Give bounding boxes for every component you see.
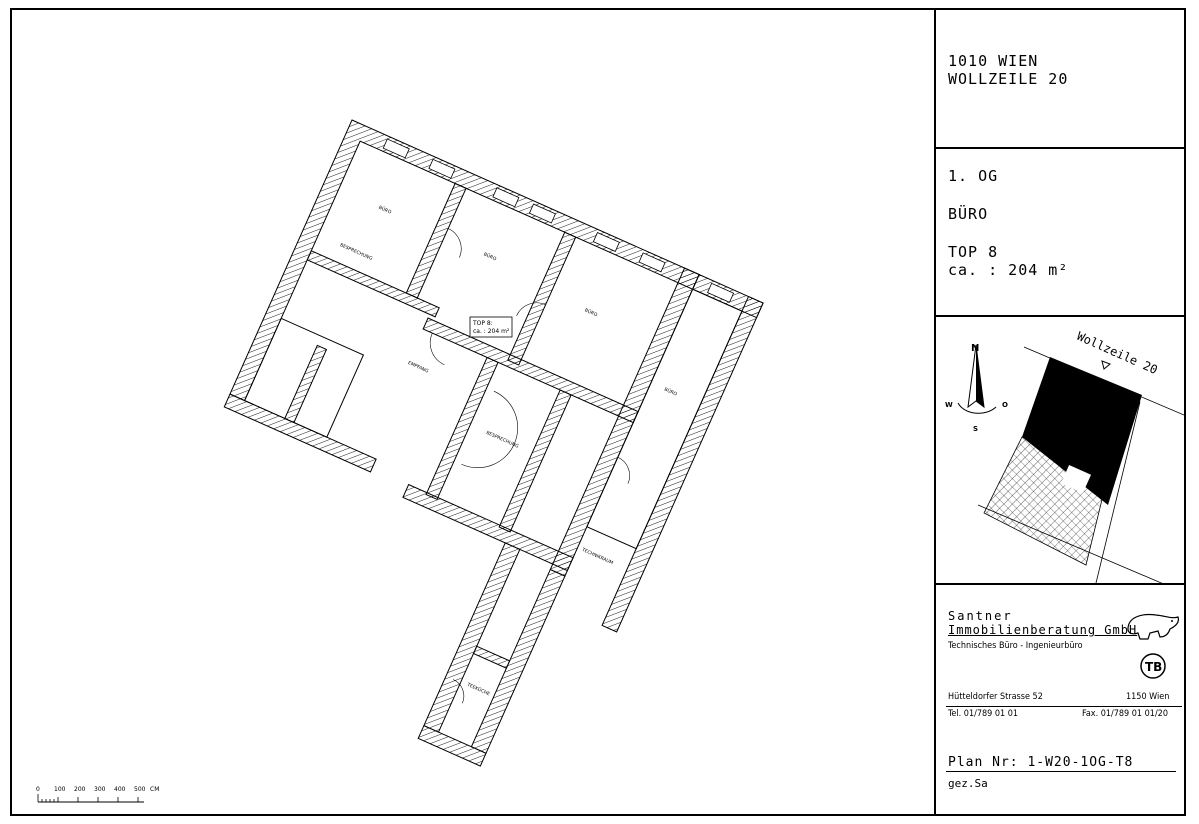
site-plan-drawing: Wollzeile 20 N W O S bbox=[945, 329, 1184, 583]
compass-north: N bbox=[971, 343, 979, 354]
floor-section: 1. OG BÜRO TOP 8 ca. : 204 m² bbox=[936, 149, 1184, 317]
bear-logo-icon bbox=[1127, 613, 1179, 640]
unit-area: ca. : 204 m² bbox=[948, 261, 1069, 279]
scale-unit: CM bbox=[150, 786, 159, 793]
room-label: BESPRECHUNG bbox=[339, 242, 374, 262]
address-section: 1010 WIEN WOLLZEILE 20 bbox=[936, 10, 1184, 149]
floor-plan: BÜRO BÜRO BÜRO BÜRO BESPRECHUNG EMPFANG … bbox=[12, 10, 934, 814]
scale-label: 500 bbox=[134, 786, 146, 793]
site-plan-section: Wollzeile 20 N W O S bbox=[936, 317, 1184, 585]
unit-label-box bbox=[469, 316, 513, 338]
unit-label-line2: ca. : 204 m² bbox=[473, 328, 510, 335]
company-section: Santner Immobilienberatung GmbH Technisc… bbox=[936, 585, 1184, 814]
room-label: BÜRO bbox=[584, 306, 599, 318]
unit-number: TOP 8 bbox=[948, 243, 999, 261]
room-label: BÜRO bbox=[483, 251, 498, 263]
company-street: Hütteldorfer Strasse 52 bbox=[948, 692, 1043, 702]
company-fax: Fax. 01/789 01 01/20 bbox=[1082, 709, 1168, 719]
address-street: WOLLZEILE 20 bbox=[948, 70, 1069, 88]
room-label: TECHNIKRAUM bbox=[580, 547, 614, 567]
entrance-marker-icon bbox=[1101, 360, 1111, 370]
seal-letters: TB bbox=[1145, 660, 1162, 674]
company-subtitle: Technisches Büro - Ingenieurbüro bbox=[948, 641, 1083, 651]
room-label: EMPFANG bbox=[407, 360, 430, 375]
room-label: TEEKÜCHE bbox=[465, 681, 491, 698]
address-city: 1010 WIEN bbox=[948, 52, 1039, 70]
street-name: Wollzeile 20 bbox=[1075, 329, 1160, 377]
floor-use: BÜRO bbox=[948, 205, 989, 223]
floor-plan-drawing: BÜRO BÜRO BÜRO BÜRO BESPRECHUNG EMPFANG … bbox=[36, 119, 764, 803]
divider bbox=[946, 706, 1182, 707]
room-label: BÜRO bbox=[663, 386, 678, 398]
company-city: 1150 Wien bbox=[1126, 692, 1170, 702]
unit-label-line1: TOP 8: bbox=[472, 320, 493, 327]
floor-level: 1. OG bbox=[948, 167, 999, 185]
plan-number: Plan Nr: 1-W20-1OG-T8 bbox=[948, 755, 1134, 770]
divider bbox=[946, 771, 1176, 772]
scale-bar: 0 100 200 300 400 500 CM bbox=[36, 786, 159, 803]
tb-seal-icon: TB bbox=[1140, 653, 1166, 679]
scale-label: 200 bbox=[74, 786, 86, 793]
north-arrow-icon bbox=[957, 344, 997, 414]
scale-label: 0 bbox=[36, 786, 40, 793]
company-phone: Tel. 01/789 01 01 bbox=[948, 709, 1019, 719]
title-block: 1010 WIEN WOLLZEILE 20 1. OG BÜRO TOP 8 … bbox=[934, 10, 1184, 814]
scale-label: 100 bbox=[54, 786, 66, 793]
scale-label: 400 bbox=[114, 786, 126, 793]
compass-west: W bbox=[945, 401, 953, 409]
drawing-frame: BÜRO BÜRO BÜRO BÜRO BESPRECHUNG EMPFANG … bbox=[10, 8, 1186, 816]
compass-south: S bbox=[973, 425, 978, 433]
company-name: Santner bbox=[948, 609, 1013, 623]
room-label: BÜRO bbox=[378, 204, 393, 216]
scale-label: 300 bbox=[94, 786, 106, 793]
building-outline: BÜRO BÜRO BÜRO BÜRO BESPRECHUNG EMPFANG … bbox=[223, 119, 764, 767]
signature: gez.Sa bbox=[948, 777, 988, 790]
compass-east: O bbox=[1002, 401, 1008, 409]
room-label: BESPRECHUNG bbox=[485, 430, 520, 450]
company-name-2: Immobilienberatung GmbH bbox=[948, 623, 1138, 637]
